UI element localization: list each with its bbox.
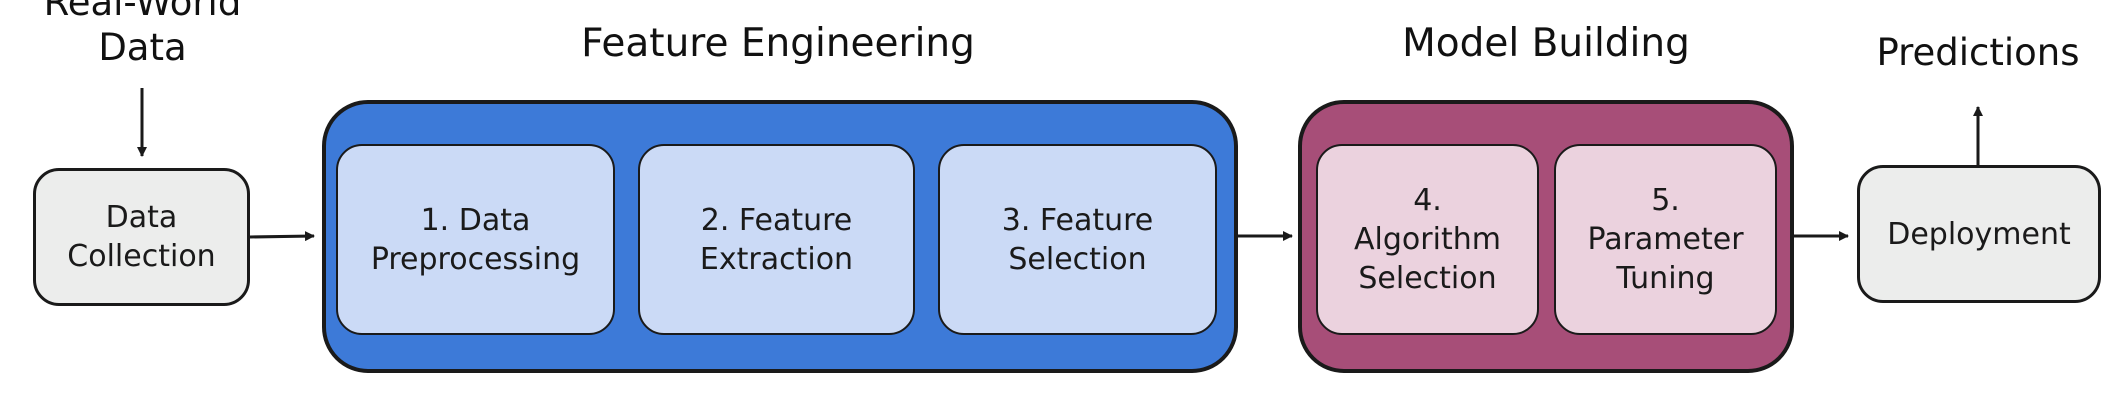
source-label: Real-World Data <box>43 0 242 70</box>
step-algorithm-selection-label: 4. Algorithm Selection <box>1354 183 1501 296</box>
feature-engineering-title: Feature Engineering <box>581 21 975 66</box>
data-collection-label: Data Collection <box>67 200 216 274</box>
data-collection-box: Data Collection <box>33 168 250 306</box>
step-parameter-tuning-label: 5. Parameter Tuning <box>1587 183 1744 296</box>
step-feature-extraction-label: 2. Feature Extraction <box>699 202 854 277</box>
model-building-title: Model Building <box>1402 21 1690 66</box>
step-algorithm-selection: 4. Algorithm Selection <box>1316 144 1539 335</box>
arrow-collection-to-feature-engineering <box>249 231 315 242</box>
deployment-box: Deployment <box>1857 165 2101 303</box>
step-feature-extraction: 2. Feature Extraction <box>638 144 915 335</box>
step-feature-selection: 3. Feature Selection <box>938 144 1217 335</box>
predictions-label: Predictions <box>1876 31 2080 74</box>
deployment-label: Deployment <box>1887 216 2071 252</box>
step-data-preprocessing-label: 1. Data Preprocessing <box>370 202 581 277</box>
step-data-preprocessing: 1. Data Preprocessing <box>336 144 615 335</box>
step-feature-selection-label: 3. Feature Selection <box>1001 202 1154 277</box>
step-parameter-tuning: 5. Parameter Tuning <box>1554 144 1777 335</box>
